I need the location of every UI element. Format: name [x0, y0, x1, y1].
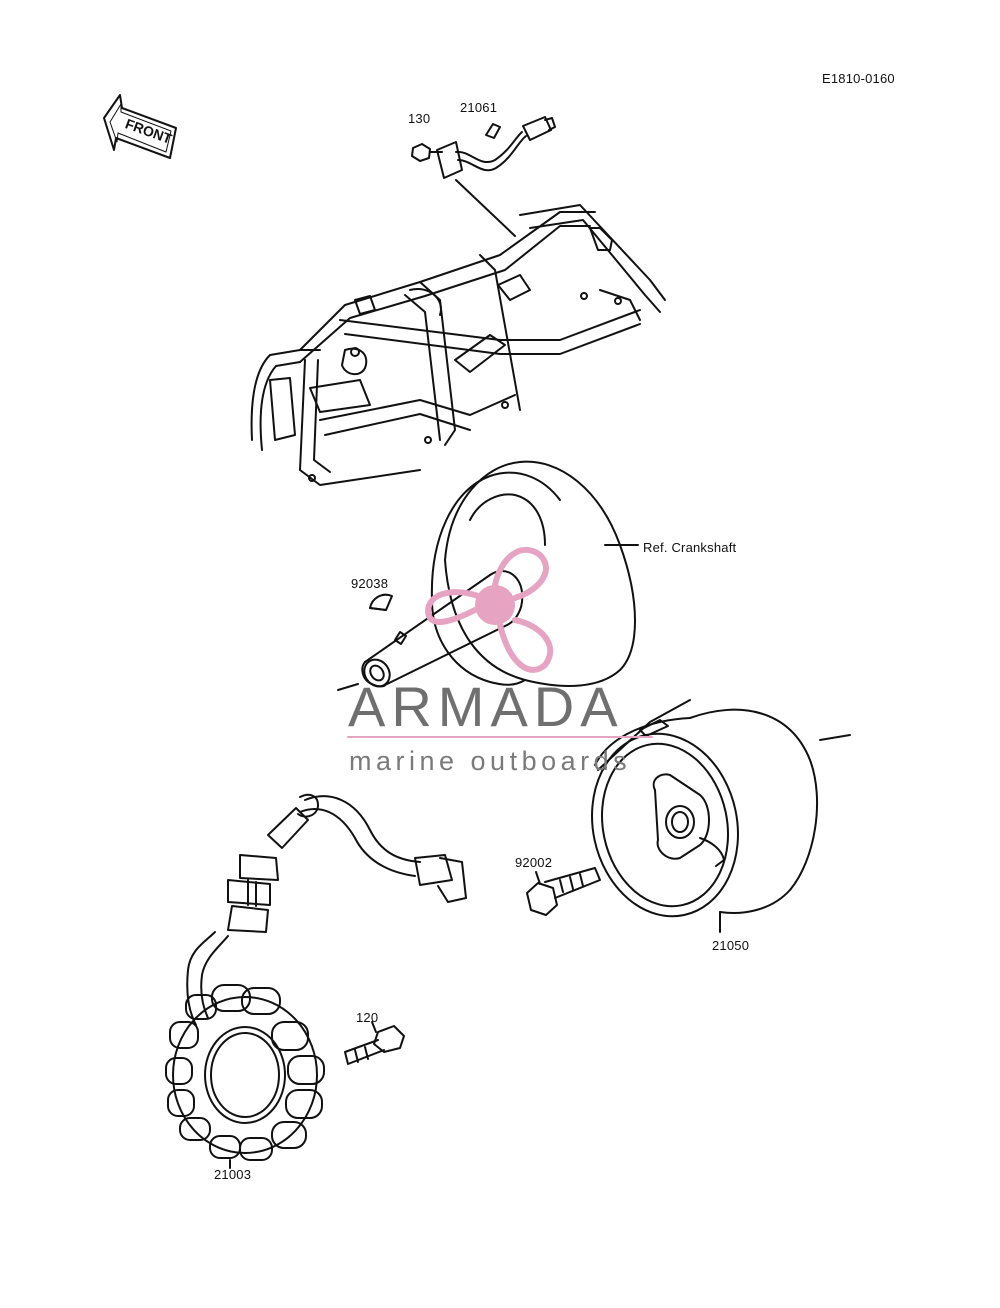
part-92038-key	[369, 593, 393, 611]
front-arrow-icon: FRONT	[103, 94, 177, 159]
part-21050-flywheel	[591, 699, 851, 933]
armada-logo-icon	[425, 546, 554, 673]
watermark-title: ARMADA	[348, 675, 624, 738]
part-130-bolt	[411, 143, 443, 162]
callout-130: 130	[408, 111, 431, 126]
callout-21050: 21050	[712, 938, 750, 953]
part-92002-bolt	[526, 867, 601, 916]
callout-120: 120	[356, 1010, 379, 1025]
callout-ref-crankshaft: Ref. Crankshaft	[643, 540, 737, 555]
callout-92038: 92038	[351, 576, 389, 591]
part-21061-harness	[436, 116, 556, 237]
frame-assembly	[250, 204, 666, 486]
diagram-code: E1810-0160	[822, 71, 895, 86]
callout-21003: 21003	[214, 1167, 252, 1182]
callout-21061: 21061	[460, 100, 498, 115]
part-21003-stator	[165, 984, 325, 1169]
watermark-subtitle: marine outboards	[349, 746, 632, 776]
part-21003-stator-harness	[186, 793, 467, 1026]
front-label: FRONT	[123, 115, 174, 147]
callout-92002: 92002	[515, 855, 553, 870]
part-120-bolt	[344, 1021, 405, 1065]
